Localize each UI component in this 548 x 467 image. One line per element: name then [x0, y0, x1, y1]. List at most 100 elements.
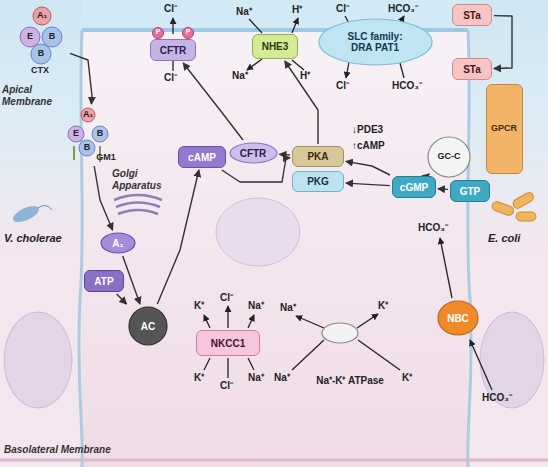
node-text: STa [463, 64, 481, 75]
node-text: B [97, 129, 104, 139]
cholera-toxin: A₁EBBCTX [12, 6, 68, 78]
cftr-channel: CFTR [150, 39, 196, 61]
node-text: cAMP [188, 152, 216, 163]
node-text: GC-C [438, 152, 461, 162]
node-text: A₁ [83, 110, 93, 120]
pathway-arrow [280, 154, 291, 156]
region-label: V. cholerae [4, 232, 62, 245]
cell-junction [79, 30, 82, 467]
adenylate-cyclase: AC [128, 306, 168, 346]
node-text: CTX [31, 66, 49, 76]
ion-label: Cl⁻ [220, 380, 233, 392]
basolateral-membrane [0, 459, 548, 462]
ion-label: HCO₃⁻ [388, 3, 418, 15]
region-label: E. coli [488, 232, 520, 245]
ion-label: K⁺ [378, 300, 388, 312]
nucleus [216, 198, 300, 266]
nbc-cotransporter: NBC [437, 300, 479, 336]
node-text: E [73, 129, 79, 139]
enterocyte-body [82, 30, 468, 467]
cftr-vesicle: CFTR [229, 142, 278, 164]
node-text: NKCC1 [211, 338, 245, 349]
pkg-kinase: PKG [292, 171, 344, 192]
sta-toxin: STa [452, 4, 492, 26]
node-text: Na⁺-K⁺ ATPase [316, 375, 384, 386]
node-text: GTP [460, 186, 481, 197]
ion-label: Na⁺ [274, 372, 290, 384]
node-text: CFTR [240, 148, 267, 159]
node-text: ATP [94, 276, 113, 287]
neighbour-cell-top [0, 0, 82, 250]
pathway-arrow [123, 256, 140, 304]
region-label: Basolateral Membrane [4, 444, 111, 456]
region-label: ↑cAMP [352, 140, 385, 152]
nucleus [4, 312, 72, 408]
ion-label: K⁺ [194, 372, 204, 384]
ion-flux-arrows [173, 16, 492, 390]
region-label: ↓PDE3 [352, 124, 383, 136]
ion-label: HCO₃⁻ [482, 392, 512, 404]
node-text: STa [463, 10, 481, 21]
node-text: CFTR [160, 45, 187, 56]
region-label: Apical Membrane [2, 84, 58, 107]
ion-label: Na⁺ [236, 6, 252, 18]
node-text: E [27, 32, 33, 42]
atp-molecule: ATP [84, 270, 124, 292]
node-text: B [38, 49, 45, 59]
node-text: PKA [307, 151, 328, 162]
node-text: NBC [447, 313, 469, 324]
node-text: B [84, 143, 91, 153]
ion-label: Cl⁻ [164, 72, 177, 84]
nucleus [480, 312, 544, 408]
ion-label: Na⁺ [280, 302, 296, 314]
node-text: GM1 [96, 153, 116, 163]
ion-label: HCO₃⁻ [392, 80, 422, 92]
camp-messenger: cAMP [178, 146, 226, 168]
ion-label: HCO₃⁻ [418, 222, 448, 234]
gpcr-receptor: GPCR [486, 84, 523, 174]
golgi-stack [114, 195, 162, 214]
pka-kinase: PKA [292, 146, 344, 167]
ion-label: K⁺ [194, 300, 204, 312]
pathway-arrow [94, 166, 112, 230]
ion-label: Na⁺ [248, 300, 264, 312]
ecoli-bacteria [491, 191, 536, 221]
toxin-gm1-complex: A₁EBBGM1 [60, 106, 118, 164]
pathway-arrow [157, 170, 199, 304]
region-label: Golgi Apparatus [112, 168, 172, 191]
pathway-arrow [285, 61, 318, 144]
ion-label: Cl⁻ [220, 292, 233, 304]
vibrio-bacterium [11, 203, 52, 226]
ion-label: H⁺ [292, 4, 302, 16]
pathway-arrow [117, 294, 127, 304]
node-text: cGMP [400, 182, 428, 193]
sta-toxin: STa [452, 58, 492, 80]
node-text: AC [141, 321, 155, 332]
ion-label: Na⁺ [232, 70, 248, 82]
node-text: PKG [307, 176, 329, 187]
phospho-label: P [185, 28, 191, 36]
node-text: B [49, 32, 56, 42]
slc-exchanger: SLC family: DRA PAT1 [318, 18, 433, 66]
a1-subunit: A₁ [100, 232, 136, 254]
cgmp-messenger: cGMP [392, 176, 436, 198]
pathway-arrow [346, 183, 390, 186]
ion-label: Cl⁻ [164, 3, 177, 15]
ion-label: H⁺ [300, 70, 310, 82]
node-text: NHE3 [262, 41, 289, 52]
pathway-arrow [70, 53, 92, 104]
pathway-arrow [346, 161, 390, 175]
node-text: A₁ [37, 11, 47, 21]
neighbour-cell-top [468, 0, 548, 250]
node-text: A₁ [112, 238, 123, 249]
node-text: GPCR [491, 124, 517, 134]
ion-label: K⁺ [402, 372, 412, 384]
pathway-arrow [494, 16, 512, 69]
na-k-atpase: Na⁺-K⁺ ATPase [300, 318, 400, 390]
cell-junction [468, 30, 471, 467]
nkcc1-cotransporter: NKCC1 [196, 330, 260, 356]
phospho-label: P [155, 28, 161, 36]
node-text: SLC family: DRA PAT1 [339, 31, 411, 53]
